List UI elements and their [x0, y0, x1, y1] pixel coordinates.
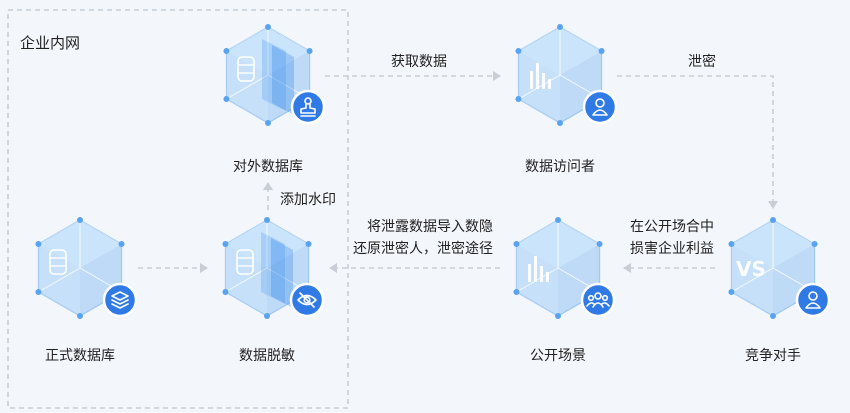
node-label-public-scene: 公开场景: [530, 348, 586, 364]
stamp-icon: [290, 89, 326, 125]
user-icon: [795, 282, 831, 318]
badge-circle: [580, 282, 616, 318]
cube-vertex: [598, 48, 605, 54]
cube-vertex: [77, 313, 83, 319]
badge-circle: [290, 89, 326, 125]
edge-label-leak: 泄密: [688, 54, 716, 70]
cube-vertex: [515, 96, 522, 102]
cube-vertex: [513, 289, 520, 295]
cube-vertex: [265, 120, 271, 126]
node-label-formal-db: 正式数据库: [45, 348, 115, 364]
cube-vertex: [770, 217, 776, 223]
edge-label-trace-line1: 将泄露数据导入数隐: [367, 219, 493, 235]
cube-edge: [225, 267, 268, 293]
cube-vertex: [596, 241, 603, 247]
node-label-accessor: 数据访问者: [525, 159, 595, 175]
edge-label-get-data: 获取数据: [391, 54, 447, 70]
cube-edge: [226, 74, 269, 100]
edge-label-harm: 在公开场合中 损害企业利益: [630, 216, 714, 260]
cube-vertex: [222, 241, 229, 247]
layers-icon: [102, 282, 138, 318]
cube-panel: [272, 45, 294, 115]
cube-vertex: [728, 241, 735, 247]
cube-vertex: [555, 217, 561, 223]
cube-edge: [731, 267, 774, 293]
cube-vertex: [555, 313, 561, 319]
cube-vertex: [557, 120, 563, 126]
group-icon: [580, 282, 616, 318]
intranet-region-label: 企业内网: [20, 34, 81, 52]
cube-external-db: [223, 24, 326, 126]
bar-chart-icon: [546, 272, 549, 282]
node-label-external-db: 对外数据库: [233, 159, 303, 175]
cube-vertex: [515, 48, 522, 54]
edge-label-harm-line1: 在公开场合中: [630, 219, 714, 235]
arrow-accessor-to-competitor: [617, 75, 778, 209]
cube-panel: [261, 232, 285, 304]
cube-accessor: [515, 24, 618, 126]
edge-label-trace-line2: 还原泄密人，泄密途径: [353, 241, 493, 257]
vs-badge: VS: [736, 257, 766, 281]
bar-chart-icon: [536, 63, 539, 89]
cube-desensitize: [222, 217, 325, 319]
database-icon: [237, 56, 255, 82]
cube-vertex: [265, 24, 271, 30]
edge-label-trace: 将泄露数据导入数隐 还原泄密人，泄密途径: [353, 216, 493, 260]
cube-edge: [518, 74, 561, 100]
node-label-competitor: 竞争对手: [745, 348, 801, 364]
cube-vertex: [264, 313, 270, 319]
cube-vertex: [35, 289, 42, 295]
bar-chart-icon: [530, 71, 533, 89]
cube-vertex: [222, 289, 229, 295]
user-icon: [582, 89, 618, 125]
bar-chart-icon: [528, 264, 531, 282]
cube-public-scene: [513, 217, 616, 319]
node-label-desensitize: 数据脱敏: [239, 348, 295, 364]
cube-vertex: [118, 241, 125, 247]
database-icon: [49, 249, 67, 275]
bar-chart-icon: [534, 256, 537, 282]
bar-chart-icon: [548, 79, 551, 89]
cube-vertex: [223, 96, 230, 102]
bar-chart-icon: [542, 73, 545, 89]
edge-label-add-watermark: 添加水印: [280, 192, 336, 208]
cube-edge: [516, 267, 559, 293]
bar-chart-icon: [540, 266, 543, 282]
cube-vertex: [35, 241, 42, 247]
cube-vertex: [306, 48, 313, 54]
cube-vertex: [770, 313, 776, 319]
cube-vertex: [223, 48, 230, 54]
cube-vertex: [513, 241, 520, 247]
eye-slash-icon: [289, 282, 325, 318]
cube-competitor: VS: [728, 217, 831, 319]
cube-panel: [262, 39, 286, 111]
cube-formal-db: [35, 217, 138, 319]
cube-vertex: [811, 241, 818, 247]
cube-vertex: [77, 217, 83, 223]
cube-vertex: [305, 241, 312, 247]
cube-edge: [38, 267, 81, 293]
edge-label-harm-line2: 损害企业利益: [630, 241, 714, 257]
cube-vertex: [728, 289, 735, 295]
cube-panel: [271, 238, 293, 308]
cube-vertex: [264, 217, 270, 223]
cube-vertex: [557, 24, 563, 30]
database-icon: [236, 249, 254, 275]
